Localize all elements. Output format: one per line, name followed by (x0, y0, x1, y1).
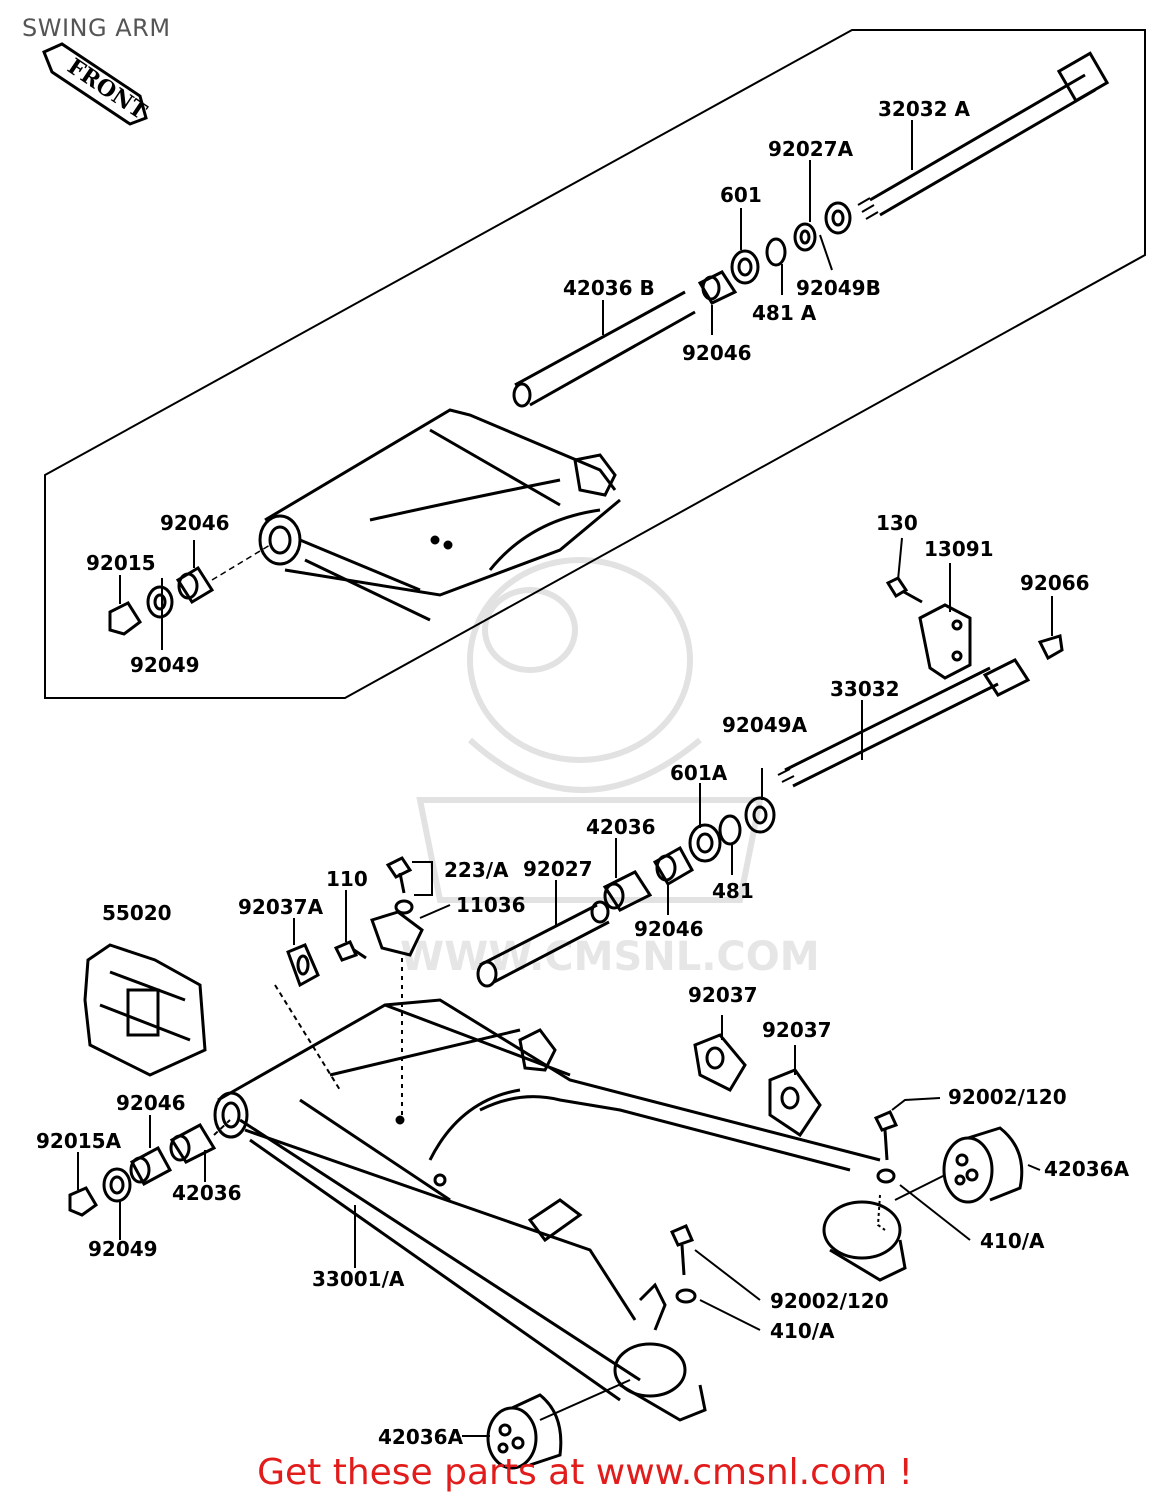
part-92037-1 (693, 1033, 747, 1092)
part-481 (718, 814, 742, 846)
part-11036-clip (370, 910, 424, 957)
part-92046-bot (129, 1145, 173, 1187)
label-92015a: 92015A (36, 1129, 122, 1153)
part-130-bolt (885, 576, 923, 604)
label-601: 601 (720, 183, 762, 207)
label-481a: 481 A (752, 301, 817, 325)
part-481a (765, 237, 787, 267)
part-92027a (793, 222, 817, 252)
label-33032: 33032 (830, 677, 900, 701)
part-92015a (68, 1186, 98, 1217)
part-92037a-grommet (286, 943, 320, 988)
footer-link[interactable]: Get these parts at www.cmsnl.com ! (257, 1452, 913, 1493)
part-223a-bolt (385, 856, 414, 915)
part-92046-left (175, 565, 215, 605)
part-110-screw (333, 940, 367, 962)
label-92037-2: 92037 (762, 1018, 832, 1042)
label-42036b: 42036 B (563, 276, 655, 300)
part-92015 (108, 601, 143, 636)
label-11036: 11036 (456, 893, 526, 917)
label-13091: 13091 (924, 537, 994, 561)
part-13091-bracket (918, 603, 972, 680)
label-92002-1: 92002/120 (948, 1085, 1067, 1109)
label-92049b: 92049B (796, 276, 881, 300)
label-92027a: 92027A (768, 137, 854, 161)
upper-swing-arm (258, 408, 621, 622)
label-410a-1: 410/A (980, 1229, 1045, 1253)
part-32032a (857, 51, 1110, 220)
label-92049a: 92049A (722, 713, 808, 737)
part-92049-bot (102, 1167, 132, 1203)
part-410a-washer-1 (876, 1168, 896, 1184)
part-92027-tube (476, 900, 610, 988)
label-92015: 92015 (86, 551, 156, 575)
label-130: 130 (876, 511, 918, 535)
part-92049b (824, 201, 852, 235)
front-arrow-icon: FRONT (42, 42, 152, 126)
label-410a-2: 410/A (770, 1319, 835, 1343)
label-223a: 223/A (444, 858, 509, 882)
label-110: 110 (326, 867, 368, 891)
part-92002-bolt-2 (669, 1224, 695, 1276)
label-92046-left: 92046 (160, 511, 230, 535)
part-92049a (744, 796, 776, 834)
label-92046-mid: 92046 (634, 917, 704, 941)
part-410a-washer-2 (675, 1288, 697, 1304)
label-92046-top: 92046 (682, 341, 752, 365)
part-55020-chain-guard (83, 943, 207, 1077)
label-33001a: 33001/A (312, 1267, 405, 1291)
label-92066: 92066 (1020, 571, 1090, 595)
part-601 (730, 249, 760, 285)
label-601a: 601A (670, 761, 728, 785)
part-92046-mid (652, 845, 695, 887)
part-33032-shaft (777, 658, 1031, 788)
watermark-text: WWW.CMSNL.COM (400, 934, 820, 980)
label-55020: 55020 (102, 901, 172, 925)
label-92046-bot: 92046 (116, 1091, 186, 1115)
label-42036a-bot: 42036A (378, 1425, 464, 1449)
label-92002-2: 92002/120 (770, 1289, 889, 1313)
part-92037-2 (768, 1068, 822, 1138)
part-92049-left (146, 585, 174, 619)
watermark-logo: WWW.CMSNL.COM (400, 557, 820, 980)
label-42036-mid: 42036 (586, 815, 656, 839)
part-42036-mid (602, 870, 653, 912)
label-42036-bot: 42036 (172, 1181, 242, 1205)
label-92037a: 92037A (238, 895, 324, 919)
part-42036a-bot (486, 1393, 563, 1470)
part-92002-bolt-1 (873, 1110, 899, 1161)
part-601a (688, 823, 722, 863)
part-42036a-right (942, 1126, 1024, 1204)
part-92046-upper (697, 270, 738, 305)
upper-variant-outline (44, 29, 1146, 699)
part-42036b (512, 290, 696, 408)
label-92049-left: 92049 (130, 653, 200, 677)
label-92049-bot: 92049 (88, 1237, 158, 1261)
label-32032a: 32032 A (878, 97, 971, 121)
part-92066-cap (1037, 634, 1064, 661)
page-title: SWING ARM (22, 14, 171, 42)
label-92037-1: 92037 (688, 983, 758, 1007)
label-42036a-right: 42036A (1044, 1157, 1130, 1181)
part-42036-bot (169, 1123, 217, 1164)
label-481: 481 (712, 879, 754, 903)
part-33001a-swing-arm (213, 998, 907, 1422)
label-92027: 92027 (523, 857, 593, 881)
